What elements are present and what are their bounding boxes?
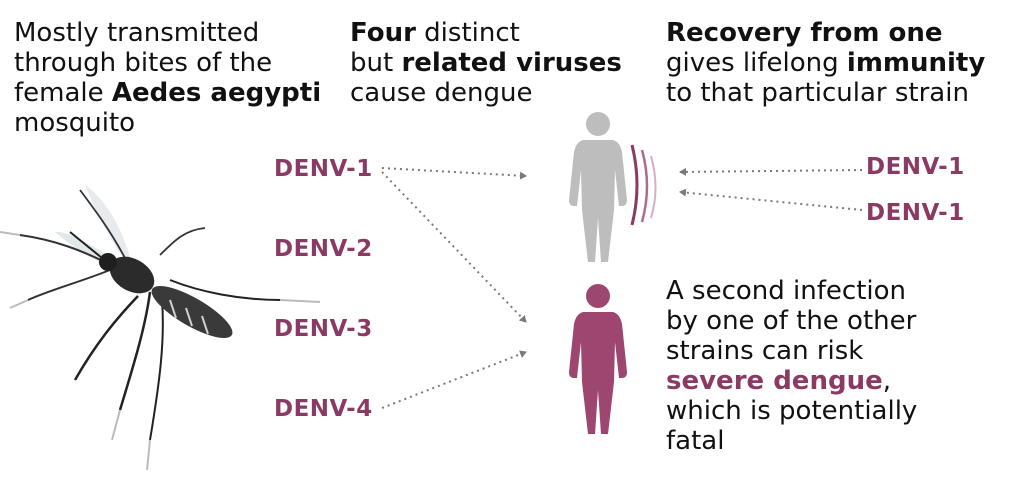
viruses-related: related viruses bbox=[401, 48, 622, 78]
strain-label-reinfection-2: DENV-1 bbox=[866, 200, 965, 226]
viruses-line-2: but related viruses bbox=[350, 48, 622, 78]
transmission-line-1: Mostly transmitted bbox=[14, 18, 260, 48]
transmission-line-3-pre: female bbox=[14, 78, 112, 108]
transmission-line-2: through bites of the bbox=[14, 48, 273, 78]
second-line-4-rest: , bbox=[882, 366, 891, 396]
mosquito-icon bbox=[0, 185, 321, 471]
recovery-line-3: to that particular strain bbox=[666, 78, 969, 108]
infection-arrows bbox=[381, 167, 863, 409]
second-line-6: fatal bbox=[666, 426, 725, 456]
strain-label-denv-2: DENV-2 bbox=[274, 236, 373, 262]
mosquito-species: Aedes aegypti bbox=[111, 78, 322, 108]
recovery-line-1: Recovery from one bbox=[666, 18, 985, 48]
second-line-2: by one of the other bbox=[666, 306, 917, 336]
viruses-count: Four bbox=[350, 18, 416, 48]
recovery-immunity: immunity bbox=[846, 48, 986, 78]
viruses-line-1: Four distinct bbox=[350, 18, 622, 48]
transmission-line-3: female Aedes aegypti bbox=[14, 78, 321, 108]
arrow-denv1-to-infected bbox=[381, 171, 527, 323]
strain-label-reinfection-1: DENV-1 bbox=[866, 154, 965, 180]
recovery-heading: Recovery from one bbox=[666, 18, 943, 48]
second-line-4: severe dengue, bbox=[666, 366, 917, 396]
viruses-line-2-pre: but bbox=[350, 48, 402, 78]
severe-dengue-label: severe dengue bbox=[666, 366, 883, 396]
arrow-denv4-to-infected bbox=[381, 350, 527, 409]
viruses-text: Four distinct but related viruses cause … bbox=[350, 18, 622, 108]
recovery-line-2-pre: gives lifelong bbox=[666, 48, 847, 78]
strain-label-denv-4: DENV-4 bbox=[274, 396, 373, 422]
transmission-line-4: mosquito bbox=[14, 108, 136, 138]
second-line-5: which is potentially bbox=[666, 396, 918, 426]
strain-label-denv-3: DENV-3 bbox=[274, 316, 373, 342]
recovery-text: Recovery from one gives lifelong immunit… bbox=[666, 18, 985, 108]
second-line-1: A second infection bbox=[666, 276, 906, 306]
strain-label-denv-1: DENV-1 bbox=[274, 156, 373, 182]
severe-infection-person-icon bbox=[569, 284, 627, 434]
immune-person-icon bbox=[569, 112, 627, 262]
second-line-3: strains can risk bbox=[666, 336, 864, 366]
viruses-line-1-rest: distinct bbox=[415, 18, 520, 48]
immunity-shield-icon bbox=[630, 144, 657, 226]
arrow-denv1-to-immune bbox=[381, 167, 527, 180]
viruses-line-3: cause dengue bbox=[350, 78, 533, 108]
arrow-reinfection-1 bbox=[679, 167, 863, 176]
recovery-line-2: gives lifelong immunity bbox=[666, 48, 985, 78]
arrow-reinfection-2 bbox=[679, 188, 863, 211]
second-infection-text: A second infection by one of the other s… bbox=[666, 276, 917, 456]
transmission-text: Mostly transmitted through bites of the … bbox=[14, 18, 321, 138]
